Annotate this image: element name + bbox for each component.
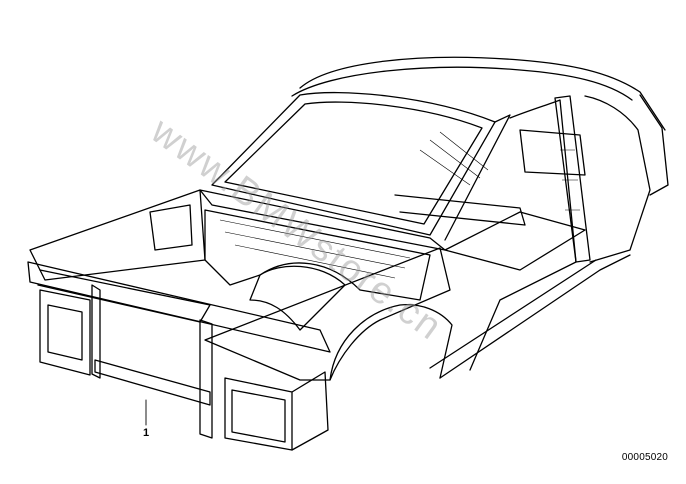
windshield-frame xyxy=(211,91,496,236)
b-pillar xyxy=(554,95,591,263)
lower-crossmember xyxy=(94,359,211,406)
side-sill-lower xyxy=(429,259,597,369)
door-frame-hatching xyxy=(560,149,580,211)
interior-dash xyxy=(394,194,526,226)
firewall-hatching xyxy=(219,219,411,279)
front-door-opening xyxy=(469,99,577,371)
right-wheel-arch xyxy=(329,304,453,381)
left-frame-rail xyxy=(37,269,211,323)
upper-radiator-support xyxy=(27,261,331,353)
interior-hatching xyxy=(419,131,489,186)
floor-pan xyxy=(444,211,586,271)
callout-label-1: 1 xyxy=(143,427,150,439)
right-headlamp-housing xyxy=(224,377,293,451)
left-headlamp-housing xyxy=(39,289,91,376)
radiator-support-vertical-right xyxy=(199,319,213,439)
side-sill xyxy=(439,254,631,379)
a-pillar xyxy=(444,114,511,241)
rear-door-frame xyxy=(584,95,651,263)
left-inner-fender xyxy=(29,189,206,281)
rear-seat-panel xyxy=(519,129,586,176)
windshield-inner xyxy=(224,101,483,225)
reference-code: 00005020 xyxy=(621,452,668,463)
c-pillar xyxy=(639,94,669,196)
right-headlamp-opening xyxy=(231,389,286,443)
left-headlamp-opening xyxy=(47,304,83,361)
right-front-corner xyxy=(291,371,329,451)
roof-outline xyxy=(299,56,666,131)
radiator-support-vertical-left xyxy=(91,284,101,379)
left-strut-tower xyxy=(149,204,193,251)
roof-inner-edge xyxy=(291,66,633,101)
